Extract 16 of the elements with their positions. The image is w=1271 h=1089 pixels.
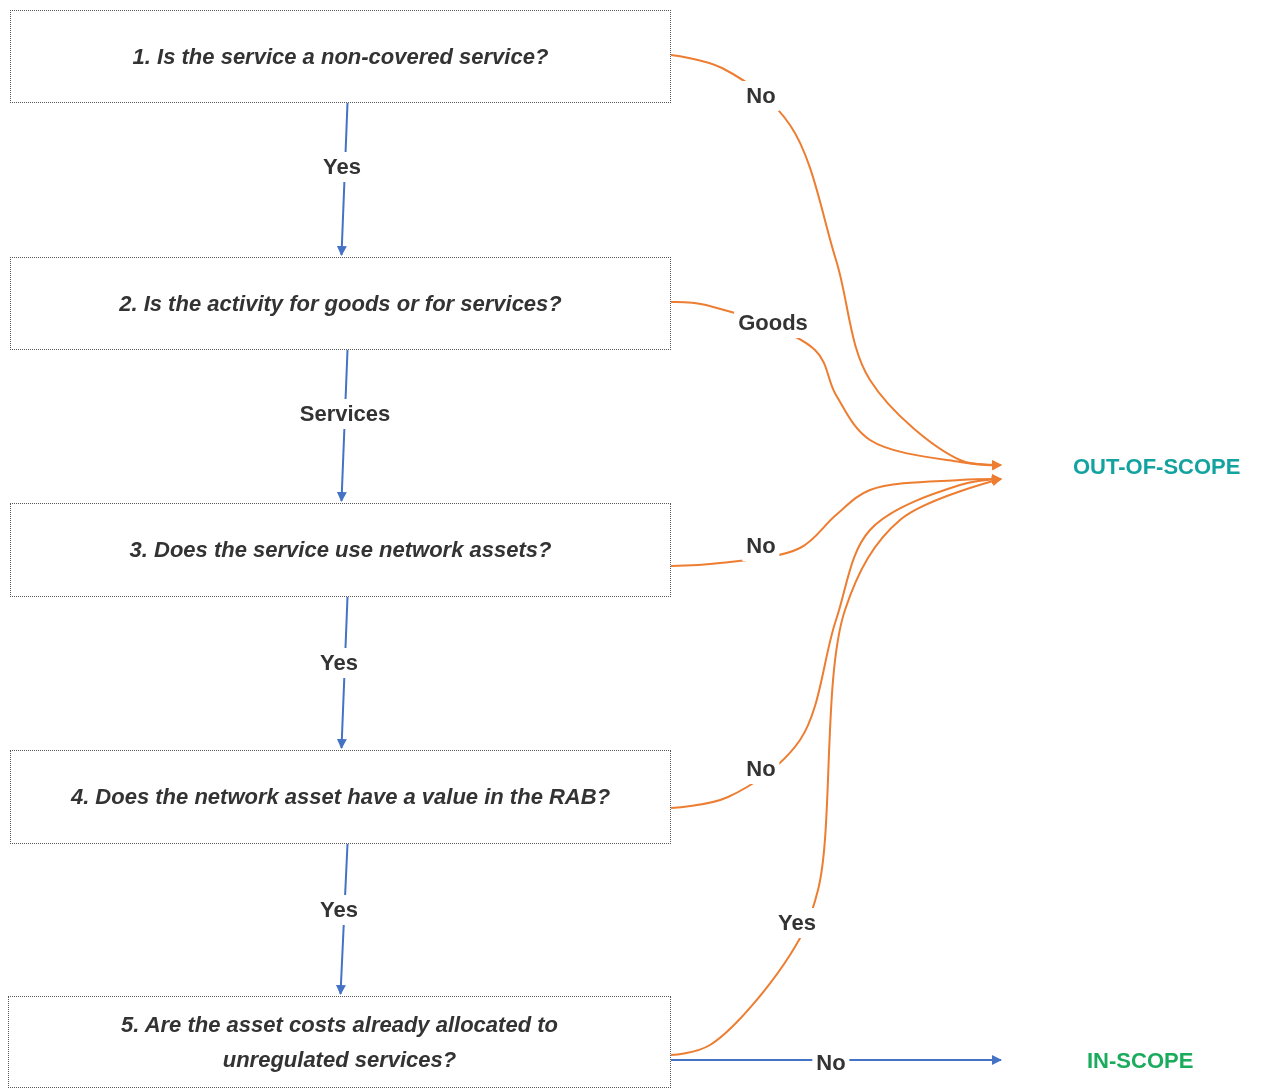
decision-box bbox=[8, 996, 671, 1088]
outcome-label: OUT-OF-SCOPE bbox=[1073, 454, 1241, 480]
outcome-label: IN-SCOPE bbox=[1087, 1048, 1194, 1074]
decision-box bbox=[10, 750, 671, 844]
arrow bbox=[670, 474, 1002, 809]
arrow bbox=[670, 1055, 1002, 1065]
edge-label: No bbox=[742, 81, 780, 111]
question-text: 4. Does the network asset have a value in the RAB? bbox=[70, 783, 611, 812]
question-text: 3. Does the service use network assets? bbox=[129, 536, 552, 565]
question-text: 2. Is the activity for goods or for services? bbox=[119, 289, 562, 318]
arrow bbox=[670, 476, 1002, 1056]
question-text: 1. Is the service a non-covered service? bbox=[132, 42, 549, 71]
decision-box bbox=[10, 10, 671, 103]
decision-box bbox=[10, 257, 671, 350]
question-text: 5. Are the asset costs already allocated to unregulated services? bbox=[120, 1010, 559, 1074]
decision-box bbox=[10, 503, 671, 597]
